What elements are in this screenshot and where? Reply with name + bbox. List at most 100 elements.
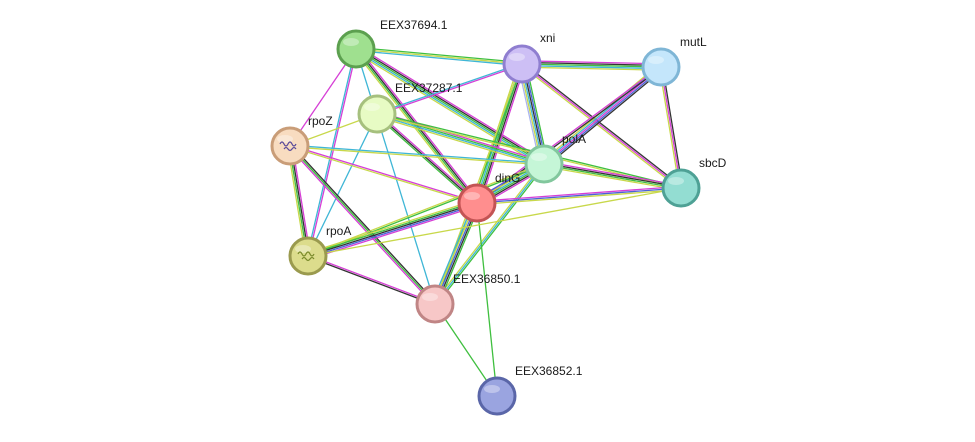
evidence-line-magenta	[308, 49, 358, 257]
node-mutl[interactable]: mutL	[641, 35, 707, 87]
edge-ding-eex36852-1[interactable]	[476, 202, 498, 397]
evidence-line-magenta	[377, 112, 479, 203]
evidence-line-black	[356, 47, 546, 164]
node-pola[interactable]: polA	[524, 132, 586, 184]
evidence-line-green	[377, 112, 682, 188]
protein-structure-icon	[279, 141, 297, 152]
node-circle[interactable]	[641, 47, 681, 87]
node-highlight	[364, 103, 380, 111]
node-sbcd[interactable]: sbcD	[661, 156, 727, 208]
node-circle[interactable]	[661, 168, 701, 208]
evidence-line-green	[476, 202, 498, 397]
node-circle[interactable]	[502, 44, 542, 84]
evidence-line-yellow	[543, 165, 681, 192]
evidence-line-yellow	[376, 115, 544, 167]
node-label: EEX36852.1	[515, 364, 583, 378]
evidence-line-green	[355, 48, 545, 165]
evidence-line-cyan	[376, 114, 544, 166]
evidence-line-green	[375, 114, 477, 205]
edge-xni-eex37287-1[interactable]	[376, 62, 523, 116]
evidence-line-green	[356, 46, 523, 64]
edge-eex37287-1-ding[interactable]	[375, 112, 479, 205]
edge-eex37694-1-rpoz[interactable]	[289, 48, 357, 147]
node-label: EEX37287.1	[395, 81, 463, 95]
node-circle[interactable]	[357, 94, 397, 134]
edge-rpoz-ding[interactable]	[289, 144, 478, 205]
node-circle[interactable]	[288, 236, 328, 276]
evidence-line-cyan	[376, 62, 522, 114]
node-highlight	[295, 245, 311, 253]
node-circle[interactable]	[415, 284, 455, 324]
node-label: rpoA	[326, 224, 351, 238]
evidence-line-black	[307, 202, 478, 257]
evidence-line-green	[521, 63, 662, 68]
evidence-line-black	[544, 162, 682, 188]
evidence-line-black	[307, 256, 435, 306]
node-rpoa[interactable]: rpoA	[288, 224, 351, 276]
evidence-line-cyan	[306, 48, 356, 256]
evidence-line-black	[661, 66, 684, 188]
node-rpoz[interactable]: rpoZ	[270, 114, 333, 166]
edge-eex37694-1-xni[interactable]	[355, 46, 523, 67]
evidence-line-blue	[476, 187, 682, 204]
edge-eex37287-1-pola[interactable]	[376, 111, 545, 167]
evidence-line-yellow	[307, 187, 682, 257]
edge-rpoa-sbcd[interactable]	[307, 187, 682, 257]
node-highlight	[277, 135, 293, 143]
edge-rpoz-pola[interactable]	[289, 144, 545, 166]
node-highlight	[422, 293, 438, 301]
edge-xni-sbcd[interactable]	[520, 62, 683, 190]
node-circle[interactable]	[457, 183, 497, 223]
edge-ding-rpoa[interactable]	[306, 199, 479, 260]
node-ding[interactable]: dinG	[457, 171, 520, 223]
evidence-line-blue	[544, 67, 663, 166]
edge-eex37694-1-pola[interactable]	[353, 45, 547, 168]
evidence-line-cyan	[521, 64, 661, 70]
node-label: dinG	[495, 171, 520, 185]
edge-eex37694-1-eex36850-1[interactable]	[355, 48, 436, 305]
evidence-line-blue	[308, 203, 478, 259]
node-eex37694-1[interactable]: EEX37694.1	[336, 18, 448, 69]
protein-structure-icon	[297, 251, 315, 262]
node-eex36850-1[interactable]: EEX36850.1	[415, 272, 521, 324]
node-circle[interactable]	[336, 29, 376, 69]
evidence-line-black	[545, 68, 664, 167]
edge-mutl-sbcd[interactable]	[658, 66, 684, 189]
node-label: mutL	[680, 35, 707, 49]
node-xni[interactable]: xni	[502, 31, 555, 84]
edge-pola-sbcd[interactable]	[543, 160, 682, 192]
node-circle[interactable]	[524, 144, 564, 184]
evidence-line-magenta	[288, 146, 435, 306]
evidence-line-magenta	[522, 60, 662, 65]
node-label: rpoZ	[308, 114, 333, 128]
node-label: EEX37694.1	[380, 18, 448, 32]
evidence-line-magenta	[308, 254, 436, 304]
edge-rpoa-eex36850-1[interactable]	[307, 254, 436, 306]
evidence-line-cyan	[434, 163, 545, 305]
edge-rpoz-eex36850-1[interactable]	[288, 144, 437, 306]
node-circle[interactable]	[477, 376, 517, 416]
edge-eex37287-1-rpoa[interactable]	[307, 113, 378, 257]
node-highlight	[668, 177, 684, 185]
node-eex37287-1[interactable]: EEX37287.1	[357, 81, 463, 134]
evidence-line-yellow	[355, 48, 523, 65]
edge-xni-mutl[interactable]	[521, 60, 662, 71]
evidence-line-magenta	[479, 64, 526, 205]
evidence-line-magenta	[660, 66, 682, 189]
node-highlight	[531, 153, 547, 161]
evidence-line-cyan	[307, 113, 378, 257]
evidence-line-magenta	[377, 64, 523, 116]
evidence-line-cyan	[290, 144, 545, 164]
evidence-line-yellow	[306, 199, 477, 254]
node-circle[interactable]	[270, 126, 310, 166]
evidence-line-green	[307, 200, 477, 256]
evidence-line-black	[376, 113, 478, 204]
node-highlight	[464, 192, 480, 200]
node-label: polA	[562, 132, 586, 146]
edge-pola-eex36850-1[interactable]	[433, 162, 546, 306]
edge-ding-sbcd[interactable]	[476, 185, 682, 206]
node-eex36852-1[interactable]: EEX36852.1	[477, 364, 583, 416]
edge-eex37694-1-rpoa[interactable]	[306, 48, 358, 257]
evidence-line-magenta	[357, 45, 547, 162]
evidence-line-yellow	[658, 67, 681, 189]
